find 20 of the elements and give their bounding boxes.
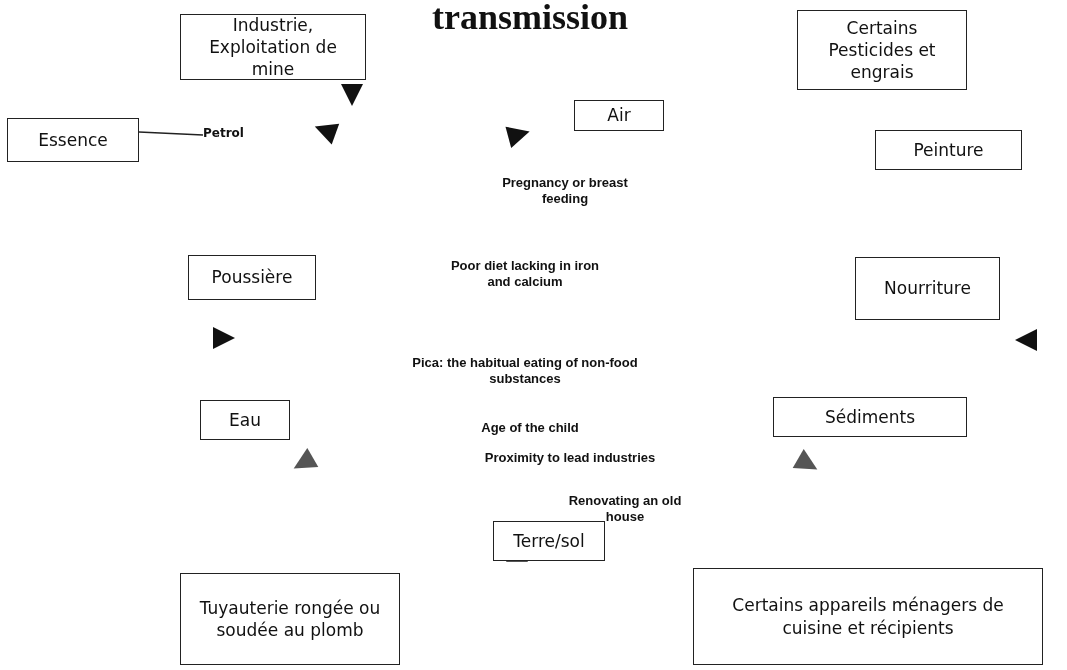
source-box: Nourriture bbox=[855, 257, 1000, 320]
source-box: Terre/sol bbox=[493, 521, 605, 561]
connector-line bbox=[138, 131, 204, 136]
source-box: Poussière bbox=[188, 255, 316, 300]
source-box: Certains appareils ménagers de cuisine et récipients bbox=[693, 568, 1043, 665]
source-box: Peinture bbox=[875, 130, 1022, 170]
risk-factor-text: Pregnancy or breast feeding bbox=[501, 175, 629, 207]
risk-factor-text: Age of the child bbox=[480, 420, 580, 436]
source-box: Eau bbox=[200, 400, 290, 440]
risk-factor-text: Proximity to lead industries bbox=[483, 450, 657, 466]
source-box: Industrie, Exploitation de mine bbox=[180, 14, 366, 80]
source-box: Sédiments bbox=[773, 397, 967, 437]
risk-factor-text: Pica: the habitual eating of non-food substances bbox=[411, 355, 639, 387]
source-box: Essence bbox=[7, 118, 139, 162]
source-box: Certains Pesticides et engrais bbox=[797, 10, 967, 90]
source-box: Air bbox=[574, 100, 664, 131]
source-box: Tuyauterie rongée ou soudée au plomb bbox=[180, 573, 400, 665]
risk-factor-text: Poor diet lacking in iron and calcium bbox=[449, 258, 601, 290]
title: transmission bbox=[431, 0, 629, 38]
node-text: Petrol bbox=[203, 126, 244, 140]
